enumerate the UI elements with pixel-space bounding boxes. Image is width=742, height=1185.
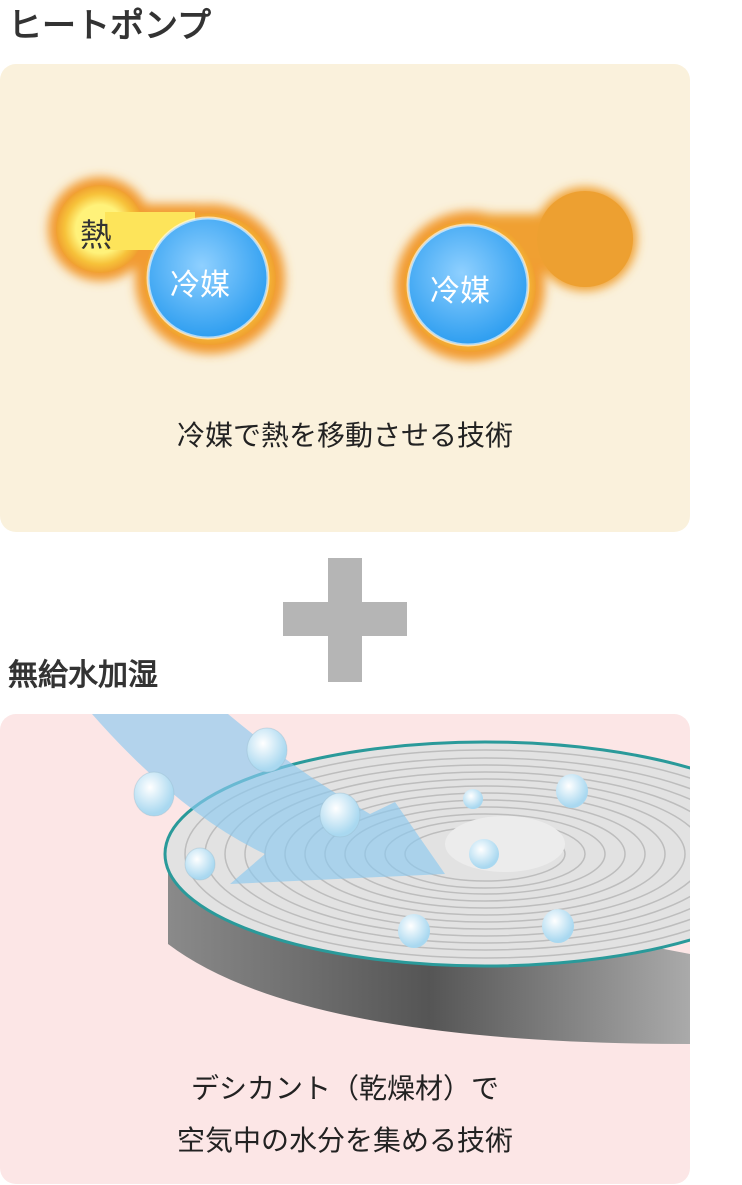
desiccant-illustration bbox=[92, 714, 690, 1044]
heat-pump-title: ヒートポンプ bbox=[8, 6, 211, 46]
heat-label: 熱 bbox=[80, 216, 113, 254]
refrigerant-label-right: 冷媒 bbox=[430, 274, 490, 309]
humidification-panel: デシカント（乾燥材）で 空気中の水分を集める技術 bbox=[0, 714, 690, 1184]
heat-transfer-illustration bbox=[48, 177, 637, 361]
water-droplets bbox=[133, 727, 588, 948]
humidification-caption-line2: 空気中の水分を集める技術 bbox=[176, 1124, 513, 1157]
heat-pump-panel: 熱 冷媒 冷媒 冷媒で熱を移動させる技術 bbox=[0, 64, 690, 532]
humidification-title: 無給水加湿 bbox=[8, 658, 158, 693]
refrigerant-label-left: 冷媒 bbox=[170, 268, 230, 303]
refrigerant-left-circle bbox=[146, 216, 270, 340]
heat-pump-caption: 冷媒で熱を移動させる技術 bbox=[176, 419, 513, 452]
refrigerant-right-circle bbox=[406, 223, 530, 347]
airflow-arrow bbox=[92, 714, 445, 884]
humidification-caption-line1: デシカント（乾燥材）で bbox=[190, 1072, 499, 1105]
